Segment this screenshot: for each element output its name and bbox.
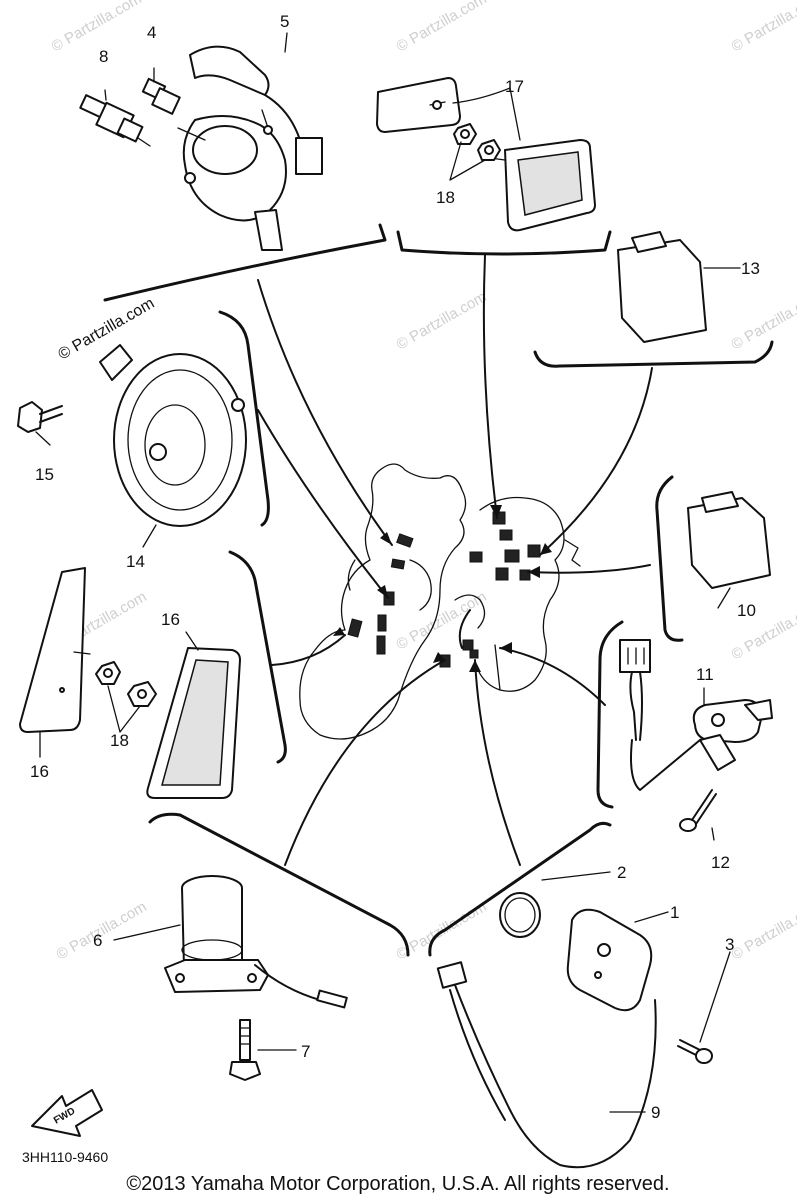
part-9-illustration xyxy=(436,961,657,1169)
watermark: © Partzilla.com xyxy=(394,288,490,353)
part-label-18-top: 18 xyxy=(436,188,455,207)
part-label-1: 1 xyxy=(670,903,679,922)
watermark-dark: © Partzilla.com xyxy=(56,295,158,364)
part-label-10: 10 xyxy=(737,601,756,620)
part-label-3: 3 xyxy=(725,935,734,954)
part-label-12: 12 xyxy=(711,853,730,872)
part-15-illustration xyxy=(17,401,63,433)
leader-lines xyxy=(257,254,653,866)
part-label-2: 2 xyxy=(617,863,626,882)
part-label-16-left: 16 xyxy=(30,762,49,781)
part-11-illustration xyxy=(619,639,773,791)
part-label-6: 6 xyxy=(93,931,102,950)
part-14-illustration xyxy=(99,344,247,527)
watermark: © Partzilla.com xyxy=(394,588,490,653)
part-labels: 8 4 5 17 18 13 15 14 16 18 16 10 11 12 2… xyxy=(30,12,760,1122)
part-label-4: 4 xyxy=(147,23,156,42)
watermark: © Partzilla.com xyxy=(729,898,797,963)
part-2-illustration xyxy=(499,892,541,938)
part-12-illustration xyxy=(679,789,717,832)
part-label-17: 17 xyxy=(505,77,524,96)
part-label-13: 13 xyxy=(741,259,760,278)
part-label-7: 7 xyxy=(301,1042,310,1061)
connectors xyxy=(347,511,541,668)
part-label-8: 8 xyxy=(99,47,108,66)
part-10-illustration xyxy=(687,491,771,589)
part-label-18-left: 18 xyxy=(110,731,129,750)
part-18-left-illustration xyxy=(95,661,157,707)
part-4-illustration xyxy=(141,67,181,115)
part-label-11: 11 xyxy=(696,665,714,684)
part-16-illustration xyxy=(19,567,241,799)
diagram-code: 3HH110-9460 xyxy=(22,1149,108,1165)
part-label-14: 14 xyxy=(126,552,145,571)
watermark: © Partzilla.com xyxy=(394,0,490,55)
part-3-illustration xyxy=(677,1039,713,1064)
part-1-illustration xyxy=(566,908,653,1012)
part-5-illustration xyxy=(177,45,323,251)
part-label-15: 15 xyxy=(35,465,54,484)
part-label-16-right: 16 xyxy=(161,610,180,629)
label-leaders xyxy=(35,32,741,1113)
group-brackets xyxy=(103,223,774,957)
part-7-illustration xyxy=(229,1019,261,1081)
part-8-illustration xyxy=(79,89,151,147)
front-direction-arrow: FWD xyxy=(31,1089,103,1137)
frame-outline xyxy=(299,463,581,740)
part-label-5: 5 xyxy=(280,12,289,31)
watermark: © Partzilla.com xyxy=(729,0,797,55)
part-6-illustration xyxy=(164,875,348,1009)
part-18-top-illustration xyxy=(453,123,501,161)
copyright-notice: ©2013 Yamaha Motor Corporation, U.S.A. A… xyxy=(126,1173,669,1195)
watermark: © Partzilla.com xyxy=(729,288,797,353)
part-13-illustration xyxy=(617,231,707,343)
part-label-9: 9 xyxy=(651,1103,660,1122)
part-17-illustration xyxy=(376,77,596,232)
watermark: © Partzilla.com xyxy=(49,0,145,55)
